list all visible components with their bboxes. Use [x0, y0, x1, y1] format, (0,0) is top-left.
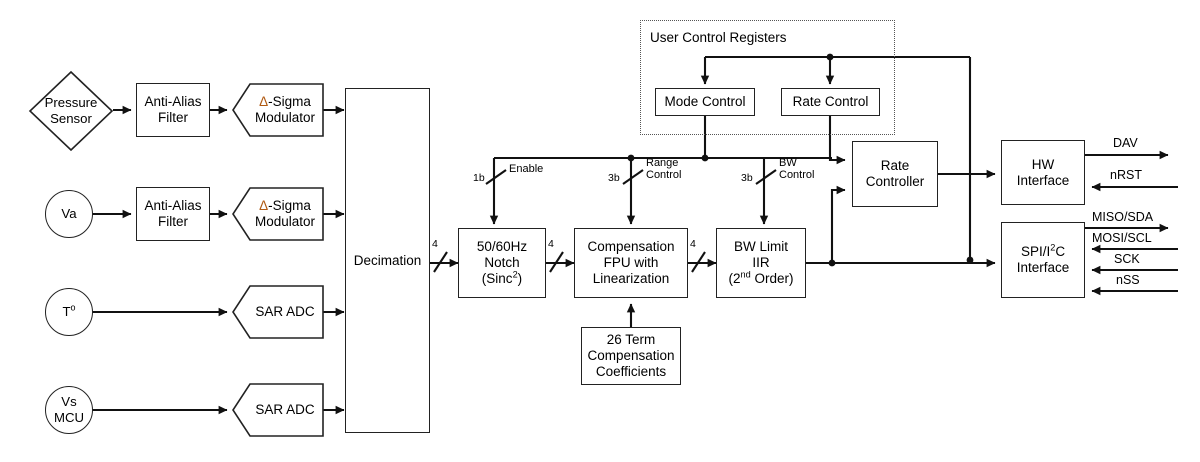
fpu-line1: Compensation — [587, 239, 675, 255]
control-label-range-line2: Control — [646, 169, 682, 182]
pressure-sensor-line1: Pressure — [44, 95, 98, 111]
compensation-fpu-block: Compensation FPU with Linearization — [574, 228, 688, 298]
compensation-coefficients-block: 26 Term Compensation Coefficients — [581, 327, 681, 385]
coeff-line3: Coefficients — [595, 363, 667, 379]
bwlimit-line2: IIR — [752, 255, 770, 271]
modulator2-text: Δ-Sigma Modulator — [241, 198, 315, 230]
pressure-sensor-shape: Pressure Sensor — [28, 70, 114, 152]
chevron-outline — [232, 187, 324, 241]
vs-mcu-source: Vs MCU — [45, 386, 93, 434]
anti-alias-filter-2: Anti-Alias Filter — [136, 187, 210, 241]
aaf2-line1: Anti-Alias — [144, 198, 202, 214]
bus-width-fpu-out: 4 — [690, 238, 696, 250]
signal-label-nss: nSS — [1116, 273, 1140, 287]
spi-i2c-interface-block: SPI/I2C Interface — [1001, 222, 1085, 298]
hw-interface-line2: Interface — [1016, 172, 1070, 188]
signal-label-miso-sda: MISO/SDA — [1092, 210, 1154, 224]
mode-control-register[interactable]: Mode Control — [655, 88, 755, 116]
modulator1-text: Δ-Sigma Modulator — [241, 94, 315, 126]
vs-mcu-text: Vs MCU — [54, 394, 84, 426]
diamond-outline — [28, 70, 114, 152]
rate-controller-line2: Controller — [865, 174, 925, 189]
bus-width-decimation-out: 4 — [432, 238, 438, 250]
control-label-enable: Enable — [509, 163, 543, 175]
notch-line2: Notch — [484, 255, 520, 271]
temperature-source: To — [45, 288, 93, 336]
spi-interface-line2: Interface — [1016, 260, 1070, 275]
anti-alias-filter-1: Anti-Alias Filter — [136, 83, 210, 137]
temperature-label: To — [62, 302, 76, 320]
delta-glyph-icon: Δ — [259, 94, 269, 110]
va-label: Va — [61, 206, 77, 222]
modulator1-line1: Δ-Sigma — [259, 94, 311, 110]
signal-label-sck: SCK — [1114, 252, 1140, 266]
fpu-line3: Linearization — [592, 270, 670, 286]
control-width-enable: 1b — [473, 172, 485, 184]
rate-controller-line1: Rate — [880, 158, 910, 174]
mode-control-label: Mode Control — [664, 94, 746, 110]
bwlimit-line3: (2nd Order) — [728, 269, 794, 286]
bus-width-notch-out: 4 — [548, 238, 554, 250]
signal-label-dav: DAV — [1113, 136, 1138, 150]
decimation-label: Decimation — [353, 252, 422, 268]
fpu-line2: FPU with — [603, 255, 659, 271]
hw-interface-line1: HW — [1031, 156, 1055, 172]
vs-mcu-line2: MCU — [53, 410, 85, 425]
control-label-range-line1: Range — [646, 157, 679, 169]
control-label-bw-line2: Control — [779, 169, 815, 182]
sar-adc-1: SAR ADC — [232, 285, 324, 339]
sar-adc-2-label: SAR ADC — [255, 402, 315, 418]
user-control-registers-label: User Control Registers — [650, 30, 787, 45]
delta-sigma-modulator-2: Δ-Sigma Modulator — [232, 187, 324, 241]
delta-glyph-icon: Δ — [259, 198, 269, 214]
aaf1-line1: Anti-Alias — [144, 94, 202, 110]
notch-filter-block: 50/60Hz Notch (Sinc2) — [458, 228, 546, 298]
sar-adc-2: SAR ADC — [232, 383, 324, 437]
hw-interface-block: HW Interface — [1001, 140, 1085, 205]
pressure-sensor-text: Pressure Sensor — [45, 95, 98, 127]
rate-control-label: Rate Control — [792, 94, 869, 110]
control-label-bw-line1: BW — [779, 157, 797, 169]
control-width-range: 3b — [608, 172, 620, 184]
coeff-line1: 26 Term — [606, 332, 656, 348]
vs-mcu-line1: Vs — [61, 394, 77, 410]
user-control-registers-group — [640, 20, 895, 135]
bw-limit-iir-block: BW Limit IIR (2nd Order) — [716, 228, 806, 298]
sar-adc-1-label: SAR ADC — [255, 304, 315, 320]
control-width-bw: 3b — [741, 172, 753, 184]
chevron-outline — [232, 285, 324, 339]
rate-controller-block: Rate Controller — [852, 141, 938, 207]
control-label-range: Range Control — [646, 157, 681, 182]
va-source: Va — [45, 190, 93, 238]
modulator2-line1: Δ-Sigma — [259, 198, 311, 214]
aaf2-line2: Filter — [158, 214, 188, 229]
signal-label-nrst: nRST — [1110, 168, 1142, 182]
rate-control-register[interactable]: Rate Control — [781, 88, 880, 116]
delta-sigma-modulator-1: Δ-Sigma Modulator — [232, 83, 324, 137]
chevron-outline — [232, 383, 324, 437]
control-label-enable-line1: Enable — [509, 163, 544, 175]
coeff-line2: Compensation — [587, 348, 675, 364]
modulator2-line2: Modulator — [254, 214, 316, 229]
control-label-bw: BW Control — [779, 157, 814, 182]
modulator1-line2: Modulator — [254, 110, 316, 125]
chevron-outline — [232, 83, 324, 137]
decimation-block: Decimation — [345, 88, 430, 433]
notch-line3: (Sinc2) — [481, 269, 523, 286]
notch-line1: 50/60Hz — [476, 239, 528, 255]
aaf1-line2: Filter — [158, 110, 188, 125]
signal-label-mosi-scl: MOSI/SCL — [1092, 231, 1152, 245]
bwlimit-line1: BW Limit — [733, 239, 788, 255]
pressure-sensor-line2: Sensor — [50, 111, 92, 126]
spi-interface-line1: SPI/I2C — [1020, 242, 1066, 260]
